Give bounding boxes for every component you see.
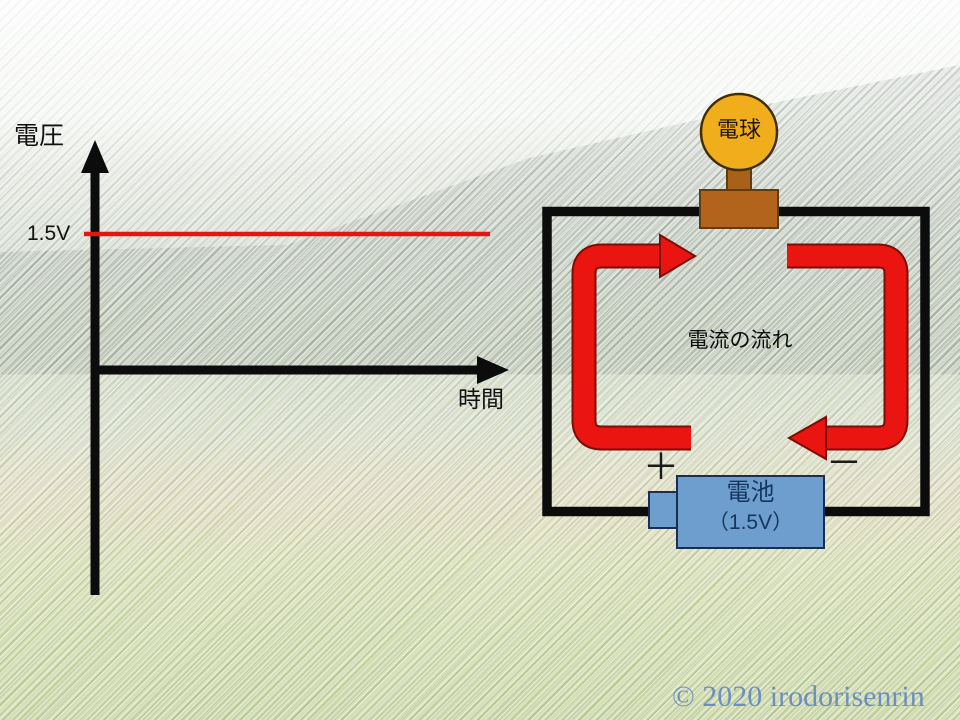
current-flow-label: 電流の流れ xyxy=(687,329,793,352)
copyright-text: © 2020 irodorisenrin xyxy=(672,680,925,713)
bulb-socket xyxy=(699,189,779,229)
current-arrow-left-head-icon xyxy=(659,233,697,279)
time-axis-label: 時間 xyxy=(458,386,504,412)
voltage-value-label: 1.5V xyxy=(27,222,71,245)
plus-sign: ＋ xyxy=(643,446,680,487)
current-arrow-right xyxy=(787,245,907,449)
current-arrow-right-head-icon xyxy=(786,415,827,461)
bulb-globe xyxy=(699,92,779,172)
bulb-label: 電球 xyxy=(716,117,761,142)
battery-name-label: 電池 xyxy=(726,479,775,506)
time-axis-arrow-icon xyxy=(477,356,509,384)
battery-body xyxy=(676,475,825,549)
battery-voltage-label: （1.5V） xyxy=(707,511,794,534)
circuit-diagram xyxy=(542,92,930,549)
battery-terminal-tab xyxy=(648,491,680,529)
minus-sign: － xyxy=(826,442,863,483)
current-arrow-left xyxy=(573,245,691,449)
voltage-axis-arrow-icon xyxy=(81,140,109,173)
voltage-time-graph xyxy=(81,140,509,595)
voltage-axis-label: 電圧 xyxy=(14,122,65,150)
